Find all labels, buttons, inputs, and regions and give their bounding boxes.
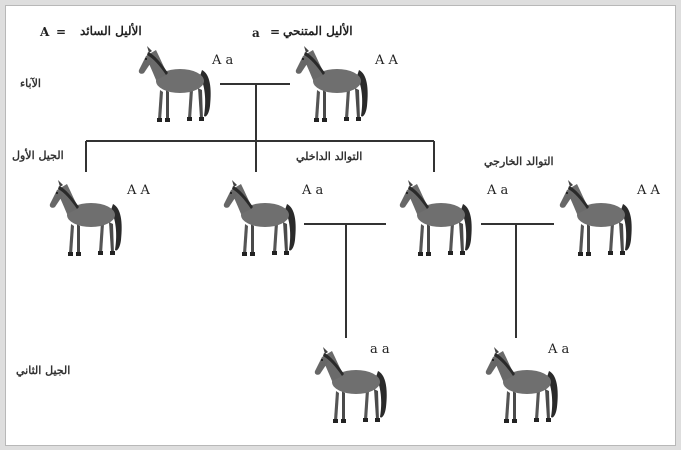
horse-f1-3	[399, 180, 472, 256]
genotype-f2-1: a a	[370, 342, 390, 357]
first-generation-label: الجيل الأول	[12, 149, 64, 162]
horse-parent-right	[295, 46, 368, 122]
dominant-allele-symbol: A	[40, 25, 50, 39]
recessive-allele-label: الأليل المتنحي	[283, 24, 353, 38]
horse-f2-1	[314, 347, 387, 423]
genotype-f1-4: A A	[637, 183, 660, 198]
genotype-f1-1: A A	[127, 183, 150, 198]
genotype-f1-3: A a	[487, 183, 509, 198]
horse-parent-left	[138, 46, 211, 122]
genotype-parent-right: A A	[375, 53, 398, 68]
dominant-allele-label: الأليل السائد	[80, 24, 142, 38]
inbreeding-label: التوالد الداخلي	[296, 150, 363, 163]
recessive-allele-equals: =	[270, 25, 281, 39]
outbreeding-label: التوالد الخارجي	[484, 155, 554, 168]
genotype-f2-2: A a	[548, 342, 570, 357]
genotype-parent-left: A a	[212, 53, 234, 68]
parents-generation-label: الآباء	[20, 77, 41, 90]
second-generation-label: الجيل الثاني	[16, 364, 71, 377]
genotype-f1-2: A a	[302, 183, 324, 198]
horse-f1-2	[223, 180, 296, 256]
recessive-allele-symbol: a	[252, 26, 260, 40]
horse-f1-4	[559, 180, 632, 256]
dominant-allele-equals: =	[56, 25, 67, 39]
horse-f1-1	[49, 180, 122, 256]
horse-f2-2	[485, 347, 558, 423]
